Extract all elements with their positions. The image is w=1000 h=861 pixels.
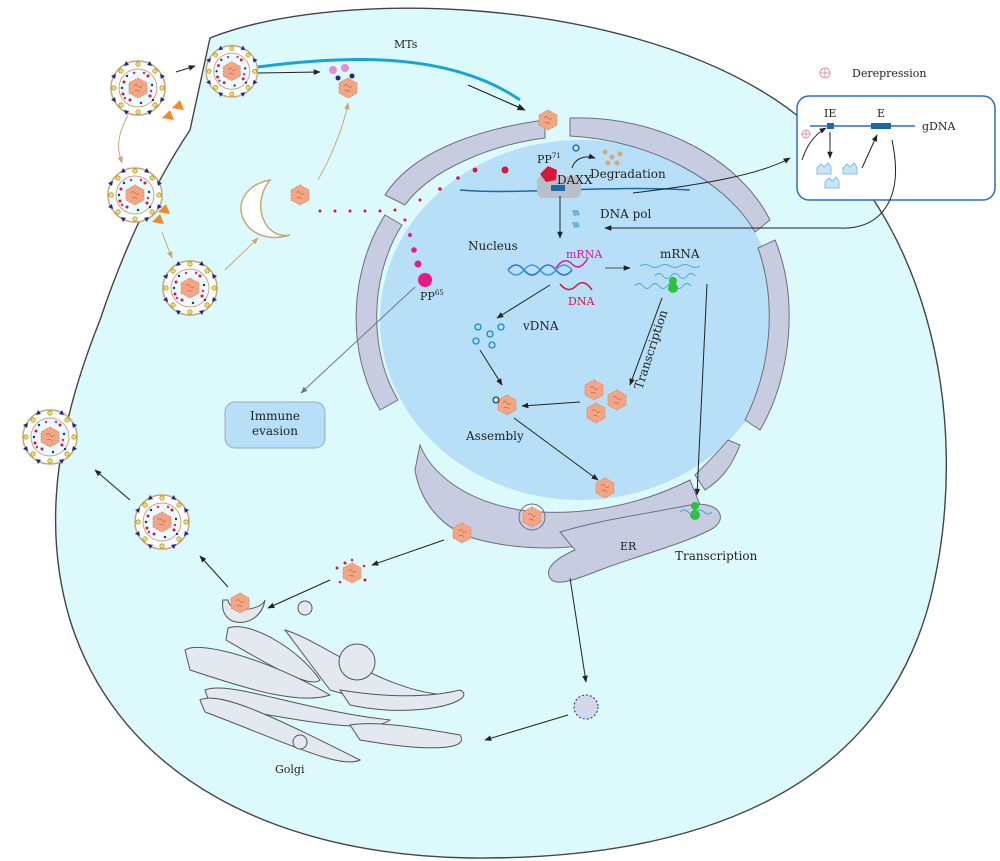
dna-helix — [507, 257, 593, 291]
mts-label: MTs — [394, 38, 418, 51]
virion-endocytosis — [108, 168, 162, 222]
vdna-icon — [472, 323, 505, 349]
ie-label: IE — [824, 107, 836, 120]
ribosome-icon — [668, 277, 678, 293]
svg-text:Derepression: Derepression — [852, 67, 926, 80]
dna-helix-label: DNA — [568, 295, 595, 308]
mrna-helix-label: mRNA — [566, 248, 603, 261]
svg-text:PP65: PP65 — [420, 289, 444, 303]
e-label: E — [877, 107, 885, 120]
dna-pol-icon — [572, 210, 580, 228]
mrna-label: mRNA — [660, 247, 700, 261]
nucleus — [380, 140, 780, 500]
vdna-label: vDNA — [522, 319, 559, 333]
golgi — [184, 599, 465, 763]
virion-endosome — [163, 261, 217, 315]
svg-text:evasion: evasion — [252, 424, 298, 438]
degraded-protein-icon — [602, 149, 623, 166]
pp65-icon — [418, 273, 432, 287]
pp65-trail — [318, 166, 509, 213]
pp71-icon — [540, 166, 557, 182]
gdna-label: gDNA — [922, 120, 956, 133]
assembly-label: Assembly — [465, 429, 524, 443]
microtubule — [257, 58, 521, 102]
ribosome-er-icon — [690, 502, 700, 520]
svg-text:Immune: Immune — [250, 409, 300, 423]
derepression-legend: Derepression — [819, 67, 926, 80]
virion-extracellular — [111, 61, 165, 115]
degradation-label: Degradation — [590, 167, 666, 181]
dna-pol-label: DNA pol — [600, 207, 652, 221]
glycoprotein-vesicle — [573, 694, 599, 720]
nucleus-label: Nucleus — [468, 239, 518, 253]
er-label: ER — [620, 540, 637, 553]
virion-fusing — [206, 46, 257, 97]
virion-released — [23, 410, 77, 464]
er — [548, 503, 721, 583]
svg-text:PP71: PP71 — [537, 152, 561, 166]
tegumented-capsid — [335, 558, 367, 584]
derepression-icon — [801, 129, 811, 139]
dynein-motor-icon — [329, 64, 358, 99]
receptor-icon — [152, 100, 184, 224]
golgi-label: Golgi — [275, 763, 305, 776]
daxx-label: DAXX — [557, 173, 593, 187]
immune-evasion-box — [224, 401, 326, 449]
endosome-crescent — [240, 178, 291, 238]
ie-protein-icon — [816, 162, 858, 189]
mrna-strand — [634, 264, 701, 289]
virion-vesicle — [135, 495, 189, 549]
transcription-er-label: Transcription — [675, 549, 758, 563]
